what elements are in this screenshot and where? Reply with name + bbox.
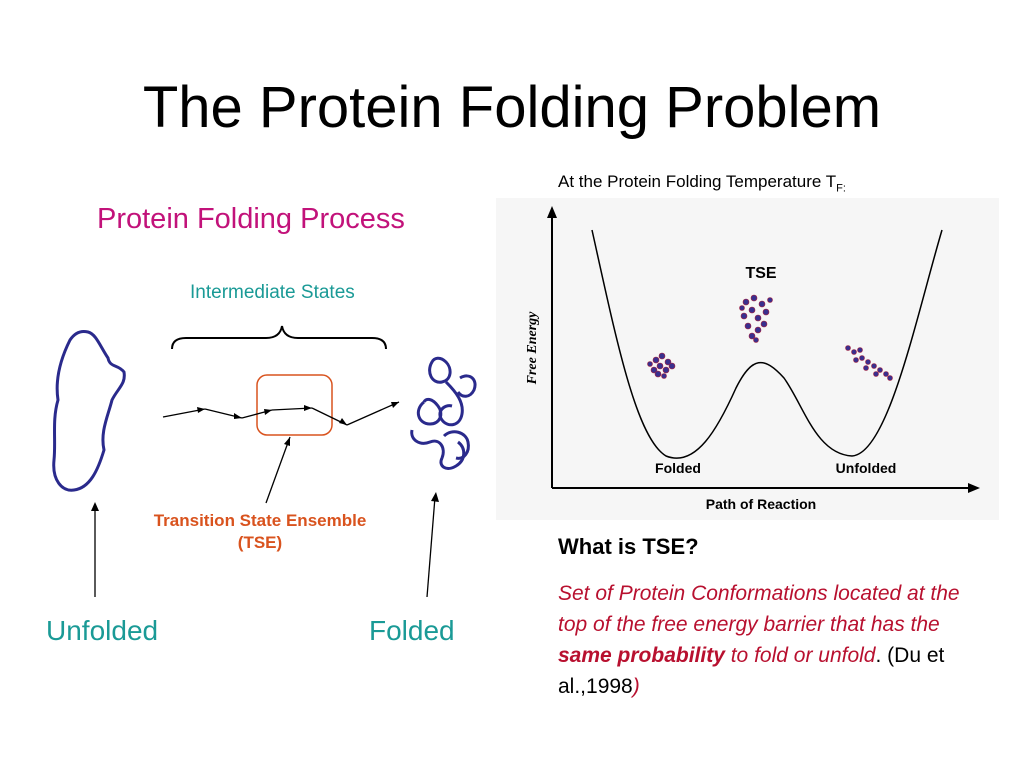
folding-path bbox=[94, 401, 436, 598]
x-axis-label: Path of Reaction bbox=[706, 496, 816, 512]
definition-bold: same probability bbox=[558, 644, 725, 667]
folded-label: Folded bbox=[369, 615, 455, 646]
definition-part4: ) bbox=[632, 675, 640, 698]
folded-chain bbox=[410, 356, 477, 470]
unfolded-label: Unfolded bbox=[46, 615, 159, 646]
tse-question: What is TSE? bbox=[558, 534, 699, 559]
definition-citation: Du et al.,1998 bbox=[558, 644, 945, 698]
intermediate-brace bbox=[171, 325, 387, 350]
free-energy-plot: Free Energy Path of Reaction TSE Folded … bbox=[496, 198, 999, 520]
left-well-label: Folded bbox=[655, 460, 701, 476]
arrow-heads bbox=[91, 402, 439, 511]
intermediate-states-label: Intermediate States bbox=[190, 282, 355, 303]
definition-part1: Set of Protein Conformations located at … bbox=[558, 582, 960, 636]
y-axis-label: Free Energy bbox=[525, 311, 540, 386]
y-axis-arrow bbox=[547, 206, 557, 218]
tse-highlight-box bbox=[256, 374, 333, 436]
tse-molecule-icon bbox=[739, 294, 773, 343]
temperature-caption-main: At the Protein Folding Temperature T bbox=[558, 172, 837, 191]
definition-part2: to fold or unfold bbox=[724, 644, 876, 667]
peak-label: TSE bbox=[745, 265, 776, 282]
process-heading: Protein Folding Process bbox=[97, 203, 405, 235]
tse-definition: Set of Protein Conformations located at … bbox=[558, 578, 978, 702]
unfolded-chain bbox=[52, 330, 126, 492]
temperature-caption: At the Protein Folding Temperature TF: bbox=[558, 172, 846, 194]
x-axis-arrow bbox=[968, 483, 980, 493]
definition-part3: . ( bbox=[875, 644, 895, 667]
tse-label-line2: (TSE) bbox=[237, 533, 283, 552]
right-well-label: Unfolded bbox=[836, 460, 897, 476]
free-energy-curve bbox=[591, 229, 943, 459]
tse-label: Transition State Ensemble (TSE) bbox=[126, 510, 394, 554]
tse-label-line1: Transition State Ensemble bbox=[153, 511, 367, 530]
folded-molecule-icon bbox=[647, 352, 676, 379]
unfolded-molecule-icon bbox=[845, 345, 893, 381]
slide-title: The Protein Folding Problem bbox=[142, 75, 882, 140]
temperature-caption-sub: F: bbox=[836, 182, 846, 195]
